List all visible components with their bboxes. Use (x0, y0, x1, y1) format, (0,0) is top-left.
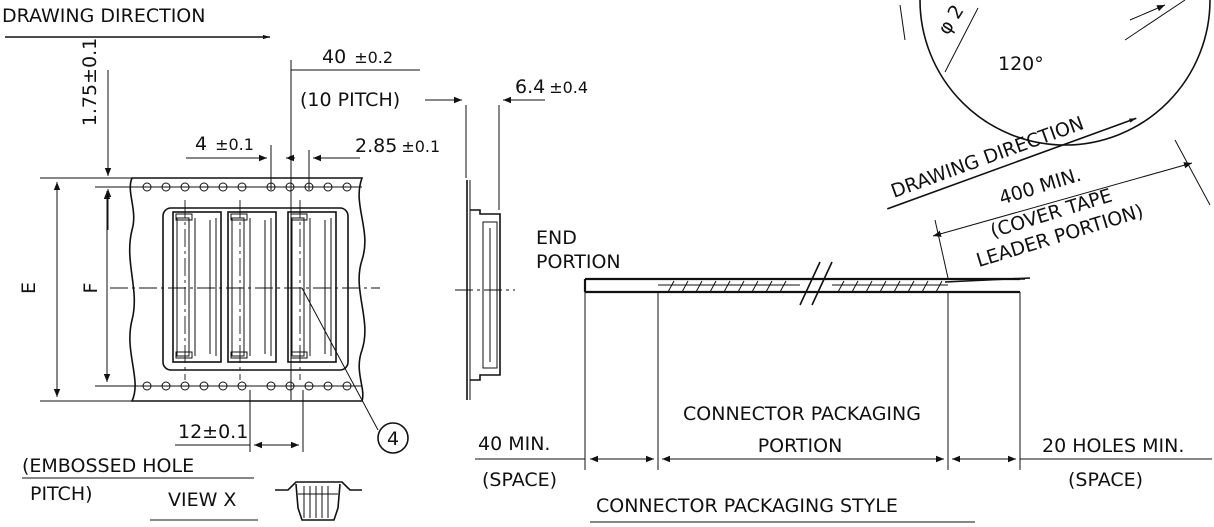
end-portion-label: PORTION (536, 251, 621, 273)
balloon-4-label: 4 (387, 428, 399, 450)
dim-175-label: 1.75±0.1 (79, 38, 101, 126)
cpp-line2-label: PORTION (758, 435, 843, 457)
dim-4-label: 4±0.1 (195, 133, 254, 155)
space-right-label: (SPACE) (1068, 469, 1143, 491)
dim-40-label: 40±0.2 (322, 46, 393, 68)
dim-f-label: F (80, 283, 102, 294)
connector-1 (172, 211, 222, 363)
cpp-line1-label: CONNECTOR PACKAGING (683, 403, 921, 425)
balloon-4 (377, 422, 409, 454)
dim-285-label: 2.85±0.1 (355, 135, 440, 157)
tape-side-view (455, 105, 515, 400)
drawing-direction-label: DRAWING DIRECTION (2, 5, 205, 27)
ten-pitch-label: (10 PITCH) (300, 89, 400, 111)
min-40-label: 40 MIN. (478, 433, 550, 455)
pocket-cross-section (275, 481, 362, 521)
embossed-pitch-label: PITCH) (30, 483, 93, 505)
end-label: END (536, 227, 577, 249)
view-x-label: VIEW X (168, 489, 236, 511)
phi-label: φ 2 (934, 1, 969, 39)
sprocket-holes-top (142, 182, 352, 192)
space-left-label: (SPACE) (482, 469, 557, 491)
dim-e-label: E (18, 282, 40, 294)
dim-12-label: 12±0.1 (178, 421, 248, 443)
dim-64-label: 6.4±0.4 (515, 76, 588, 98)
packaging-tape (583, 261, 1031, 470)
connector-2 (227, 211, 277, 363)
holes-20-label: 20 HOLES MIN. (1042, 435, 1184, 457)
sprocket-holes-bottom (142, 381, 352, 391)
embossed-hole-label: (EMBOSSED HOLE (22, 455, 194, 477)
angle-120-label: 120° (998, 53, 1044, 75)
carrier-tape (110, 177, 380, 402)
connector-3 (287, 211, 337, 363)
packaging-style-title: CONNECTOR PACKAGING STYLE (596, 495, 898, 517)
